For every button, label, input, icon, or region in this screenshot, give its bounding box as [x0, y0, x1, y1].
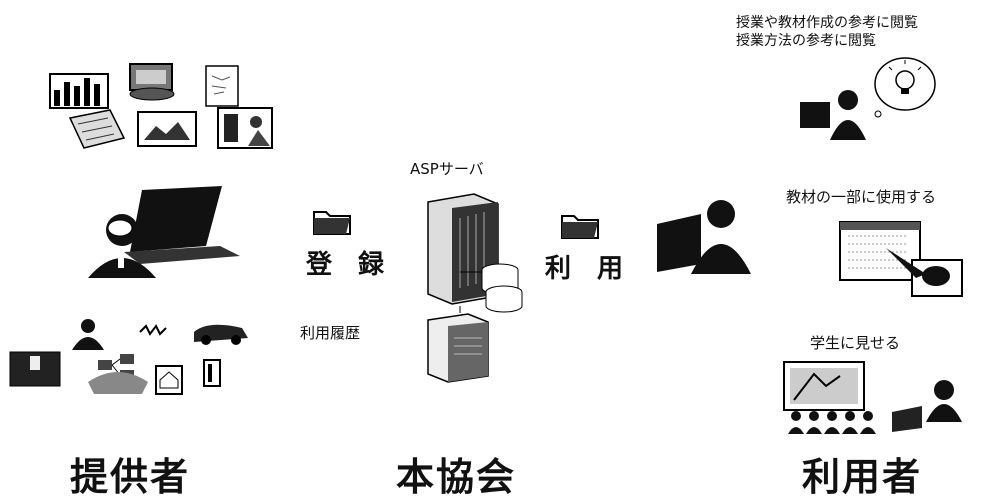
provider-label: 提供者 — [70, 455, 191, 499]
figure-thumbnail — [203, 359, 221, 387]
user-person — [655, 198, 755, 276]
materials-clipart — [49, 63, 273, 149]
bar-chart-thumbnail — [49, 73, 109, 109]
use-part-label: 教材の一部に使用する — [786, 188, 937, 206]
register-label: 登 録 — [306, 250, 385, 280]
user-label: 利用者 — [802, 455, 923, 499]
lecture-figure — [782, 360, 972, 440]
use-part-figure — [838, 216, 968, 298]
map-thumbnail — [68, 109, 126, 149]
materials-clipart-bottom — [9, 319, 248, 395]
person-at-laptop-icon — [88, 186, 240, 278]
database-icon — [481, 263, 523, 313]
idea-person — [790, 56, 940, 140]
monitor-thumbnail — [129, 63, 175, 101]
server-rack-icon — [427, 193, 523, 383]
window-with-cursor-icon — [839, 221, 963, 297]
scribble-thumbnail — [139, 324, 167, 336]
house-card-thumbnail — [155, 365, 183, 395]
provider-person — [80, 180, 250, 280]
provider-materials-bottom — [8, 312, 258, 402]
lecture-audience-icon — [783, 361, 962, 434]
server-label: ASPサーバ — [410, 160, 484, 178]
show-students-label: 学生に見せる — [810, 334, 901, 352]
usage-folder-icon — [560, 210, 600, 240]
reference-note-line2: 授業方法の参考に閲覧 — [736, 33, 876, 49]
flowchart-thumbnail — [88, 354, 148, 394]
usage-history-label: 利用履歴 — [300, 324, 361, 342]
lecture-photo-thumbnail — [217, 107, 273, 149]
document-thumbnail — [205, 65, 239, 107]
presentation-photo-thumbnail — [9, 351, 61, 387]
photo-thumbnail — [137, 111, 197, 147]
reference-note-line1: 授業や教材作成の参考に閲覧 — [736, 15, 918, 31]
usage-label: 利 用 — [545, 254, 624, 284]
provider-materials-top — [40, 60, 280, 160]
car-thumbnail — [194, 324, 248, 345]
person-thumbnail — [72, 319, 104, 350]
asp-server — [410, 188, 550, 388]
person-at-monitor-icon — [657, 200, 751, 274]
server-icon — [427, 313, 489, 383]
association-label: 本協会 — [396, 455, 517, 499]
person-with-lightbulb-icon — [800, 57, 936, 140]
audience-icons — [788, 411, 876, 434]
register-folder-icon — [312, 206, 352, 236]
